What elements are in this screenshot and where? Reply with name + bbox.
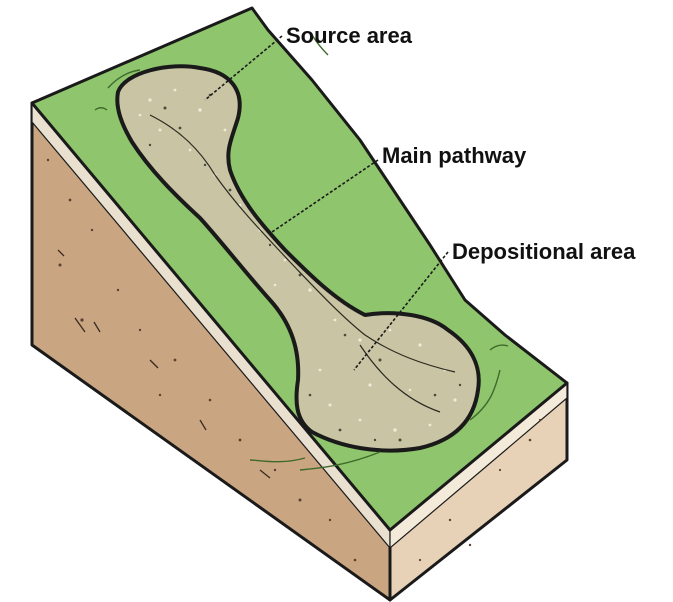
main-pathway-label: Main pathway [382, 143, 527, 168]
depositional-area-label: Depositional area [452, 239, 636, 264]
source-area-label: Source area [286, 23, 413, 48]
